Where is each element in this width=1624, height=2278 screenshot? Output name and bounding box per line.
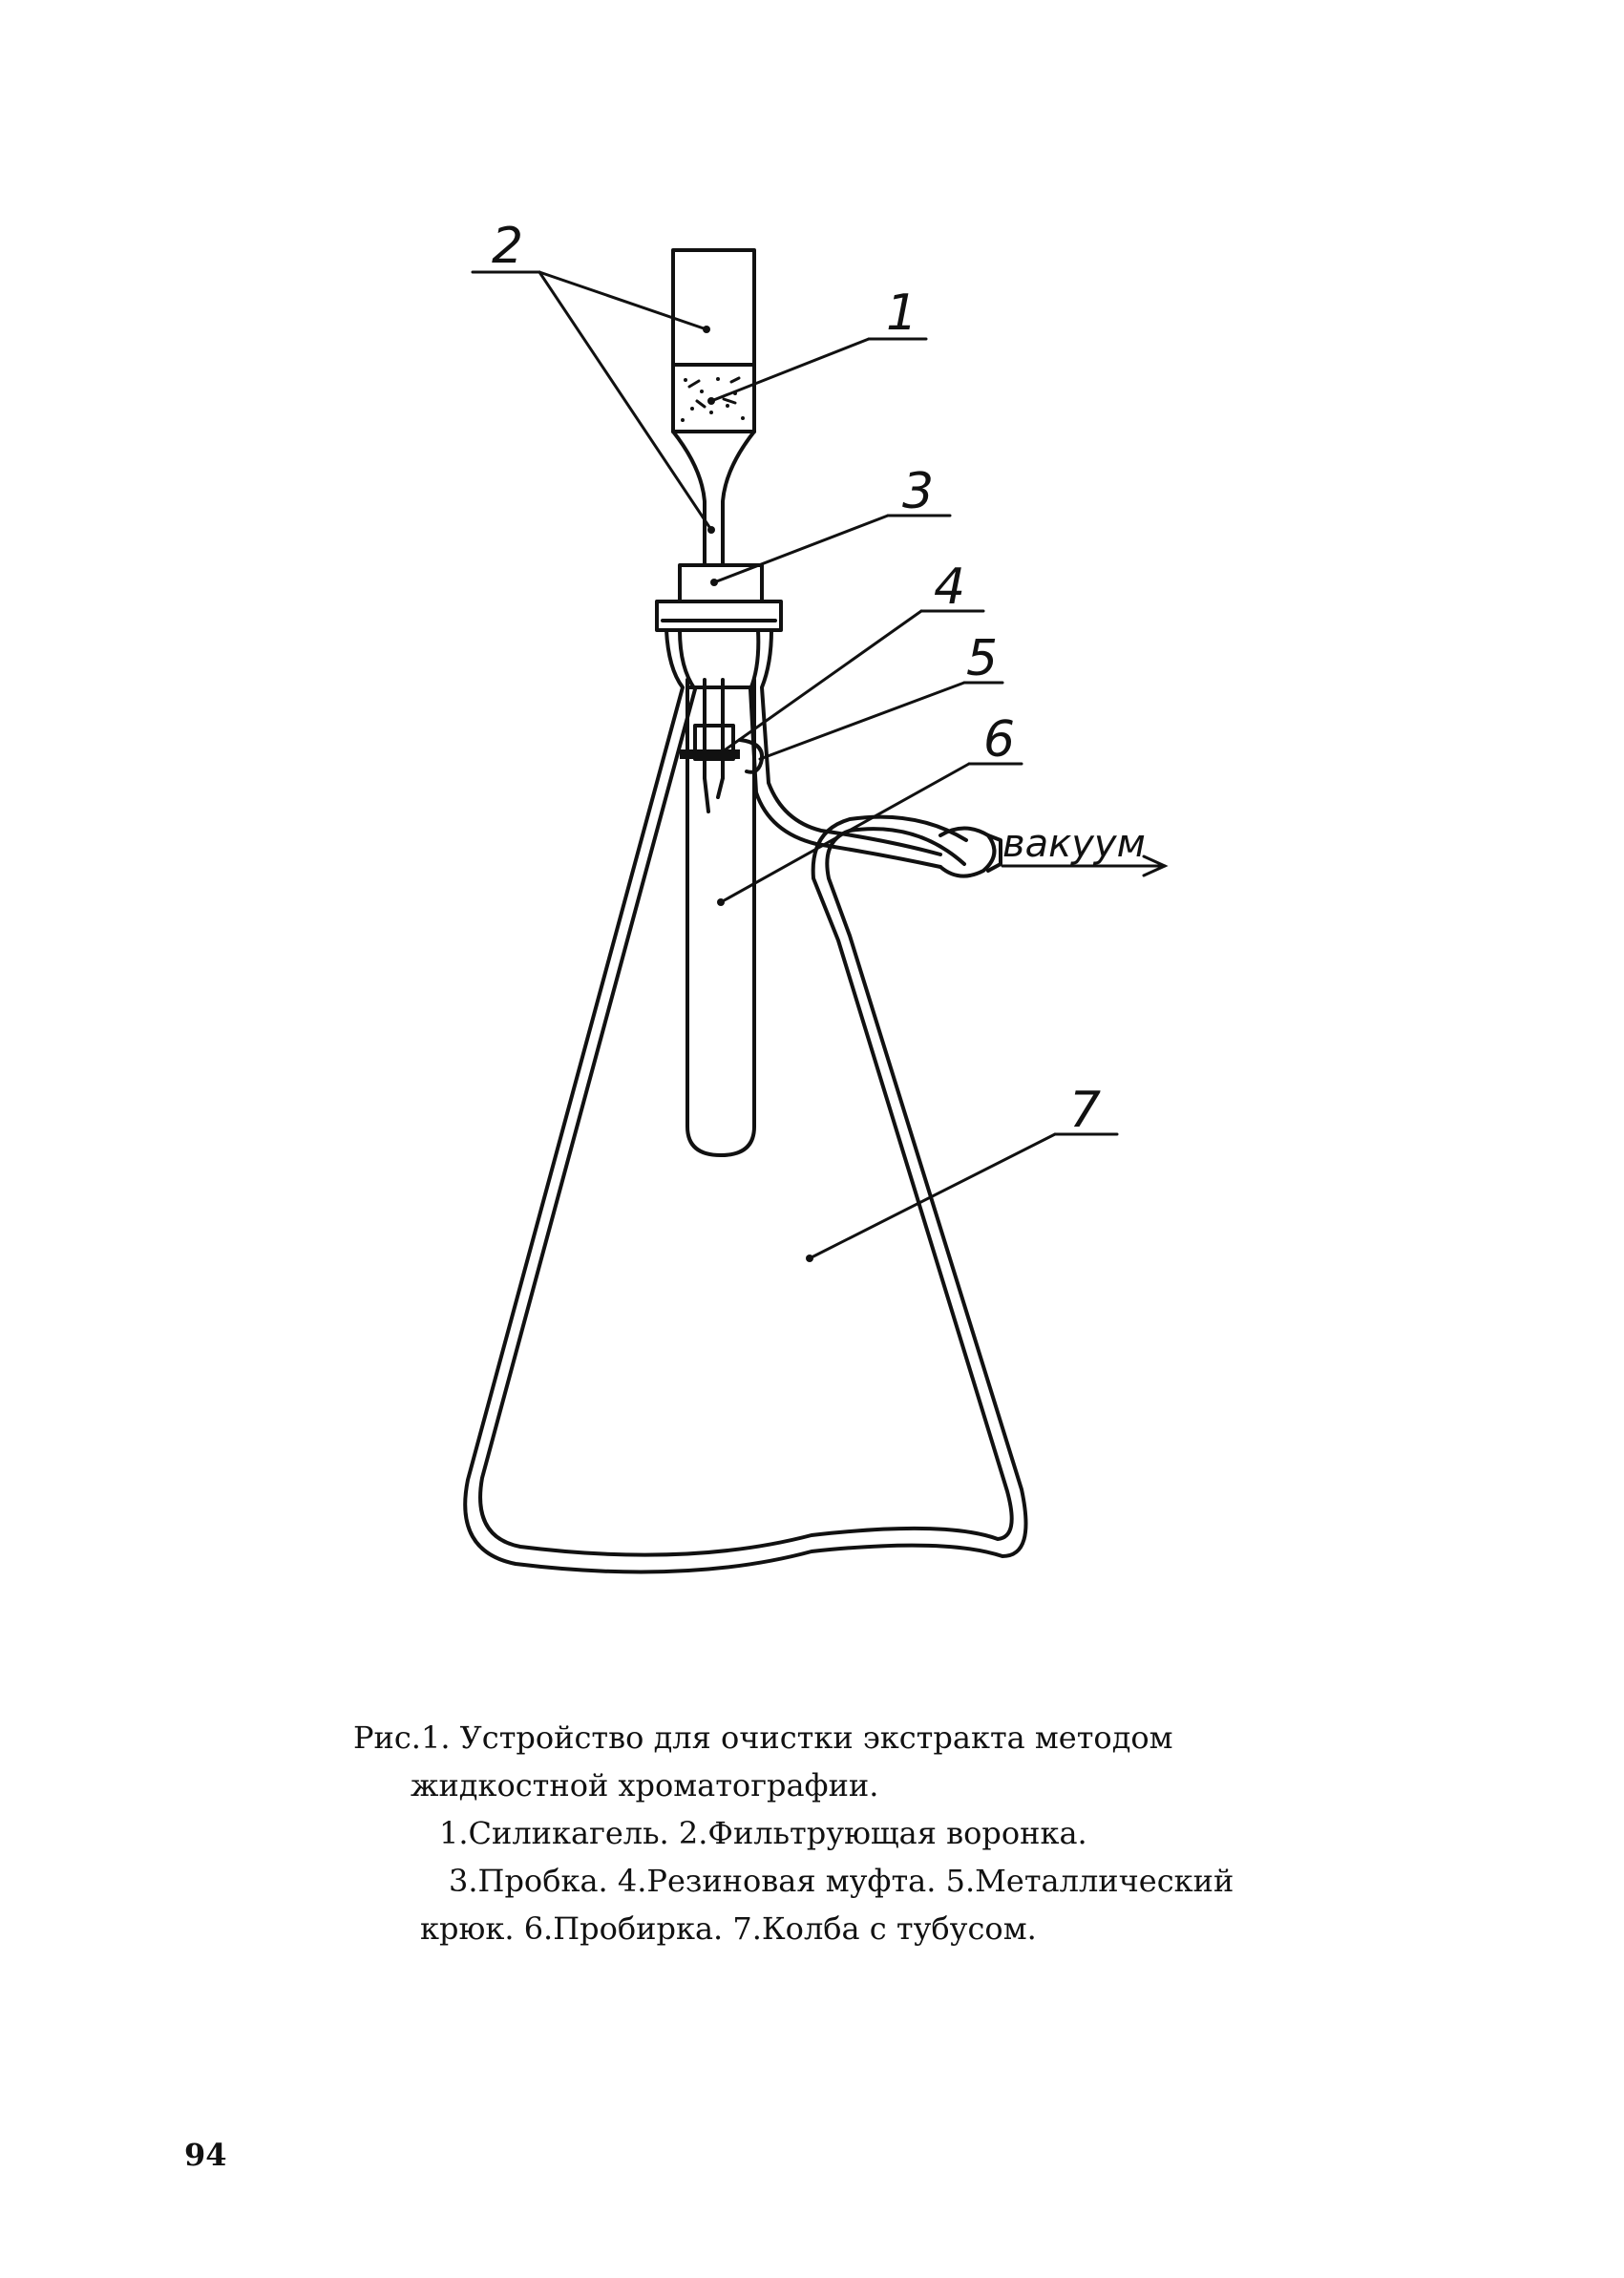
rubber-sleeve [680,724,740,761]
caption-title: Рис.1. Устройство для очистки экстракта … [353,1719,1173,1756]
label-5: 5 [966,630,998,687]
apparatus-diagram: 2 1 3 4 5 6 7 вакуум [463,218,1169,1574]
label-2: 2 [492,218,523,275]
label-7: 7 [1069,1082,1101,1139]
test-tube [685,678,756,1157]
filter-funnel [671,248,756,567]
label-1: 1 [886,285,917,342]
caption-title-cont: жидкостной хроматографии. [411,1767,879,1803]
label-vacuum: вакуум [1002,822,1146,866]
stopper [678,563,764,603]
leader-lines [471,270,1169,1262]
label-6: 6 [983,711,1015,769]
caption-legend-2: 3.Пробка. 4.Резиновая муфта. 5.Металличе… [449,1863,1234,1899]
page-number: 94 [184,2137,227,2173]
metal-hook [738,738,765,774]
caption-legend-1: 1.Силикагель. 2.Фильтрующая воронка. [439,1815,1087,1851]
flask-collar [655,600,783,632]
figure-caption: Рис.1. Устройство для очистки экстракта … [353,1714,1270,1952]
label-3: 3 [902,463,934,520]
caption-legend-3: крюк. 6.Пробирка. 7.Колба с тубусом. [420,1910,1037,1947]
label-4: 4 [934,559,965,616]
silica-gel-texture [681,376,745,422]
